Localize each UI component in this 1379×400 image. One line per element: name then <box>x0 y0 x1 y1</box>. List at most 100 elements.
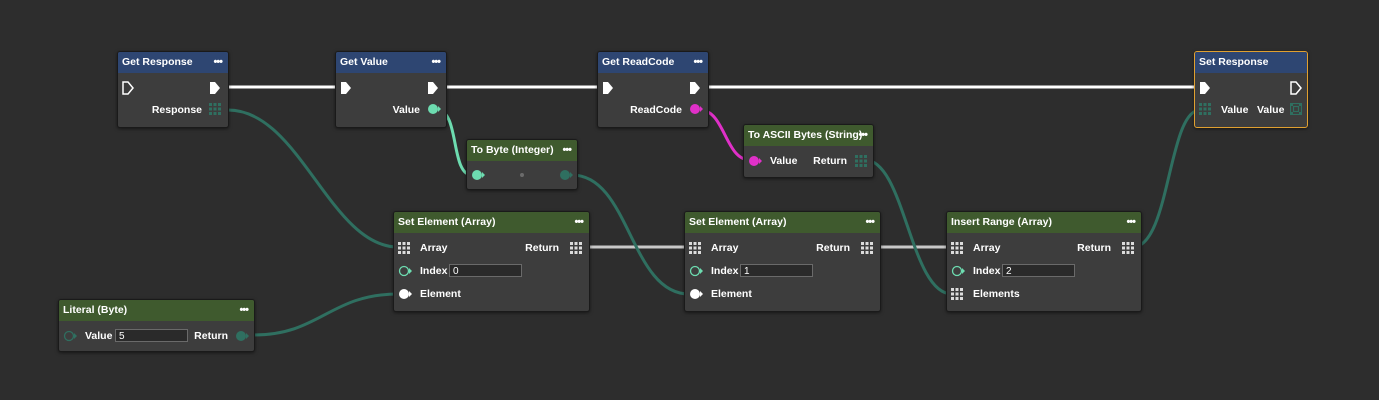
node-header[interactable]: Get ReadCode ••• <box>598 52 708 73</box>
byte-wire <box>571 173 690 296</box>
integer-in-pin-icon[interactable] <box>689 265 703 277</box>
node-header[interactable]: To Byte (Integer) ••• <box>467 140 577 161</box>
byte-in-pin-icon[interactable] <box>63 330 77 342</box>
node-title: Get Value <box>340 56 388 68</box>
byte-array-wire <box>1132 108 1201 249</box>
literal-byte-node[interactable]: Literal (Byte) ••• Value 5 Return <box>58 299 255 352</box>
set-element-node-1[interactable]: Set Element (Array) ••• Array Return Ind… <box>393 211 590 312</box>
array-out-pin-icon[interactable] <box>1290 103 1302 115</box>
node-title: Literal (Byte) <box>63 304 128 316</box>
output-label: Value <box>392 104 420 116</box>
return-label: Return <box>525 242 559 254</box>
node-title: Set Response <box>1199 56 1269 68</box>
integer-in-pin-icon[interactable] <box>951 265 965 277</box>
node-menu-icon[interactable]: ••• <box>239 304 249 316</box>
node-header[interactable]: Insert Range (Array) ••• <box>947 212 1141 233</box>
node-header[interactable]: To ASCII Bytes (String) ••• <box>744 125 873 146</box>
output-label: ReadCode <box>630 104 682 116</box>
set-element-node-2[interactable]: Set Element (Array) ••• Array Return Ind… <box>684 211 881 312</box>
input-label: Value <box>1221 104 1249 116</box>
array-out-pin-icon[interactable] <box>209 103 221 115</box>
byte-wire <box>253 292 399 337</box>
output-label: Value <box>1257 104 1285 116</box>
element-in-pin-icon[interactable] <box>689 288 703 300</box>
byte-out-pin-icon[interactable] <box>235 330 249 342</box>
node-title: To ASCII Bytes (String) <box>748 129 863 141</box>
to-ascii-bytes-node[interactable]: To ASCII Bytes (String) ••• Value Return <box>743 124 874 178</box>
array-in-pin-icon[interactable] <box>398 242 410 254</box>
array-label: Array <box>420 242 448 254</box>
exec-out-pin[interactable] <box>427 81 439 95</box>
to-byte-node[interactable]: To Byte (Integer) ••• <box>466 139 578 190</box>
array-out-pin-icon[interactable] <box>570 242 582 254</box>
node-menu-icon[interactable]: ••• <box>693 56 703 68</box>
element-in-pin-icon[interactable] <box>398 288 412 300</box>
node-header[interactable]: Get Value ••• <box>336 52 446 73</box>
element-label: Element <box>420 288 461 300</box>
return-label: Return <box>194 330 228 342</box>
insert-range-node[interactable]: Insert Range (Array) ••• Array Return In… <box>946 211 1142 312</box>
exec-in-pin[interactable] <box>122 81 134 95</box>
node-title: Get ReadCode <box>602 56 675 68</box>
output-label: Return <box>813 155 847 167</box>
index-input[interactable]: 2 <box>1002 264 1075 277</box>
node-title: To Byte (Integer) <box>471 144 554 156</box>
node-menu-icon[interactable]: ••• <box>1126 216 1136 228</box>
elements-in-pin-icon[interactable] <box>951 288 963 300</box>
return-label: Return <box>816 242 850 254</box>
node-menu-icon[interactable]: ••• <box>213 56 223 68</box>
value-label: Value <box>85 330 113 342</box>
array-out-pin-icon[interactable] <box>855 155 867 167</box>
exec-out-pin[interactable] <box>209 81 221 95</box>
index-label: Index <box>973 265 1001 277</box>
index-label: Index <box>420 265 448 277</box>
exec-out-pin[interactable] <box>689 81 701 95</box>
output-label: Response <box>151 104 202 116</box>
integer-in-pin-icon[interactable] <box>471 169 485 181</box>
set-response-node[interactable]: Set Response Value Value <box>1194 51 1308 128</box>
byte-array-wire <box>864 158 953 296</box>
node-menu-icon[interactable]: ••• <box>431 56 441 68</box>
integer-out-pin-icon[interactable] <box>427 103 441 115</box>
integer-in-pin-icon[interactable] <box>398 265 412 277</box>
node-title: Insert Range (Array) <box>951 216 1052 228</box>
exec-in-pin[interactable] <box>1199 81 1211 95</box>
node-title: Set Element (Array) <box>398 216 496 228</box>
node-menu-icon[interactable]: ••• <box>865 216 875 228</box>
get-value-node[interactable]: Get Value ••• Value <box>335 51 447 128</box>
exec-in-pin[interactable] <box>340 81 352 95</box>
array-in-pin-icon[interactable] <box>951 242 963 254</box>
center-dot <box>520 173 524 177</box>
array-out-pin-icon[interactable] <box>861 242 873 254</box>
array-label: Array <box>711 242 739 254</box>
index-label: Index <box>711 265 739 277</box>
exec-in-pin[interactable] <box>602 81 614 95</box>
array-label: Array <box>973 242 1001 254</box>
array-out-pin-icon[interactable] <box>1122 242 1134 254</box>
string-out-pin-icon[interactable] <box>689 103 703 115</box>
node-menu-icon[interactable]: ••• <box>574 216 584 228</box>
element-label: Element <box>711 288 752 300</box>
node-menu-icon[interactable]: ••• <box>562 144 572 156</box>
string-in-pin-icon[interactable] <box>748 155 762 167</box>
byte-out-pin-icon[interactable] <box>559 169 573 181</box>
node-title: Set Element (Array) <box>689 216 787 228</box>
get-response-node[interactable]: Get Response ••• Response <box>117 51 229 128</box>
array-in-pin-icon[interactable] <box>689 242 701 254</box>
node-header[interactable]: Set Element (Array) ••• <box>394 212 589 233</box>
node-header[interactable]: Set Response <box>1195 52 1307 73</box>
array-in-pin-icon[interactable] <box>1199 103 1211 115</box>
node-menu-icon[interactable]: ••• <box>858 129 868 141</box>
exec-out-pin[interactable] <box>1290 81 1302 95</box>
get-readcode-node[interactable]: Get ReadCode ••• ReadCode <box>597 51 709 128</box>
node-header[interactable]: Literal (Byte) ••• <box>59 300 254 321</box>
index-input[interactable]: 0 <box>449 264 522 277</box>
node-header[interactable]: Set Element (Array) ••• <box>685 212 880 233</box>
index-input[interactable]: 1 <box>740 264 813 277</box>
node-title: Get Response <box>122 56 193 68</box>
byte-array-wire <box>227 108 399 249</box>
value-input[interactable]: 5 <box>115 329 188 342</box>
node-header[interactable]: Get Response ••• <box>118 52 228 73</box>
elements-label: Elements <box>973 288 1020 300</box>
